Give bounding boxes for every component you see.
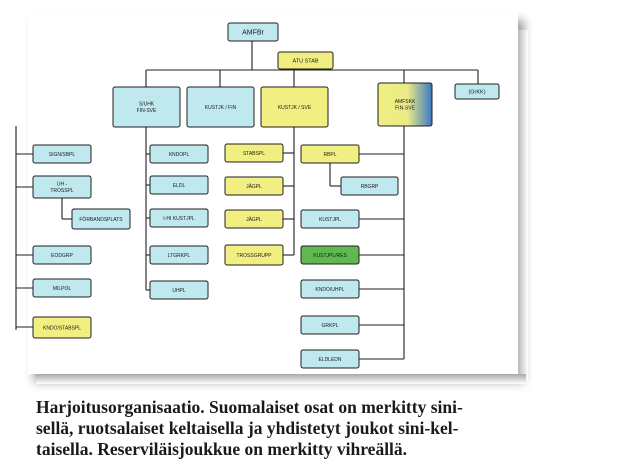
node-milpol: MILPOL	[32, 278, 92, 298]
node-ltgrkpl: LTGRKPL	[149, 245, 209, 265]
node-grkpl: GRKPL	[300, 315, 360, 335]
node-grkk: (GrKK)	[454, 83, 500, 100]
node-label-trossgrupp: TROSSGRUPP	[236, 253, 272, 259]
node-kndopl: KNDOPL	[149, 144, 209, 164]
node-box-eldledn	[300, 349, 360, 369]
figure-shadow-bottom	[36, 374, 526, 384]
node-box-atu-stab	[277, 51, 334, 70]
node-label-milpol: MILPOL	[53, 286, 72, 292]
figure-shadow-right	[518, 30, 528, 382]
caption-line-3: taisella. Reserviläisjoukkue on merkitty…	[36, 439, 408, 459]
node-box-eldl	[149, 175, 209, 195]
node-box-rbpl	[300, 144, 360, 164]
node-box-kndopl	[149, 144, 209, 164]
node-box-milpol	[32, 278, 92, 298]
node-box-kustjpl	[300, 209, 360, 229]
node-box-grkk	[454, 83, 500, 100]
node-box-trossgrupp	[224, 244, 284, 266]
node-label-kustjpl: KUSTJPL	[319, 217, 341, 223]
node-label-rbpl: RBPL	[323, 152, 336, 158]
node-label-kustjk-sve: KUSTJK / SVE	[278, 105, 312, 111]
caption-line-2: sellä, ruotsalaiset keltaisella ja yhdis…	[36, 418, 459, 438]
node-box-amfbr	[227, 22, 279, 42]
node-atu-stab: ATU STAB	[277, 51, 334, 70]
node-box-jagpl-1	[224, 176, 284, 196]
node-label-kustjpl-res: KUSTJPL/RES	[313, 253, 347, 259]
node-label-kustjk-fin: KUSTJK / FIN	[205, 105, 237, 111]
node-label-suhk-1: S/UHK	[139, 102, 155, 108]
node-label-stabspl: STABSPL	[243, 151, 265, 157]
node-label-forbandsplats: FÖRBANDSPLATS	[79, 216, 123, 223]
node-forbandsplats: FÖRBANDSPLATS	[71, 208, 131, 230]
node-box-stabspl	[224, 143, 284, 163]
node-rbgrp: RBGRP	[340, 176, 399, 196]
node-label-amfskk-1: AMFSKK	[395, 99, 416, 105]
node-stabspl: STABSPL	[224, 143, 284, 163]
node-label-amfskk-2: FIN-SVE	[395, 105, 415, 111]
node-i-hi-kustjpl: I-HI KUSTJPL	[149, 208, 209, 228]
node-trossgrupp: TROSSGRUPP	[224, 244, 284, 266]
node-box-amfskk	[377, 82, 433, 127]
node-kndo-stabspl: KNDO/STABSPL	[32, 316, 92, 339]
node-label-grkk: (GrKK)	[468, 89, 485, 95]
figure-caption: Harjoitusorganisaatio. Suomalaiset osat …	[36, 397, 606, 460]
node-box-kndo-stabspl	[32, 316, 92, 339]
node-kustjk-sve: KUSTJK / SVE	[260, 86, 329, 128]
node-box-uh-trosspl	[32, 175, 92, 199]
node-box-forbandsplats	[71, 208, 131, 230]
node-label-jagpl-1: JÄGPL	[246, 183, 262, 190]
node-eldl: ELDL	[149, 175, 209, 195]
node-kustjpl-res: KUSTJPL/RES	[300, 245, 360, 265]
node-label-suhk-2: FIN-SVE	[137, 108, 157, 114]
node-label-atu-stab: ATU STAB	[292, 58, 318, 64]
node-box-suhk	[112, 86, 181, 128]
node-kustjpl: KUSTJPL	[300, 209, 360, 229]
node-label-uh-trosspl-2: TROSSPL	[50, 188, 74, 194]
node-kndo-uhpl: KNDO/UHPL	[300, 279, 360, 299]
node-box-sign-sbpl	[32, 144, 92, 164]
node-label-kndo-uhpl: KNDO/UHPL	[315, 287, 344, 293]
node-jagpl-1: JÄGPL	[224, 176, 284, 196]
node-label-jagpl-2: JÄGPL	[246, 216, 262, 223]
node-box-kustjk-fin	[186, 86, 255, 128]
node-eldledn: ELDLEDN	[300, 349, 360, 369]
node-label-sign-sbpl: SIGN/SBPL	[49, 152, 76, 158]
node-label-i-hi-kustjpl: I-HI KUSTJPL	[163, 216, 195, 222]
node-label-rbgrp: RBGRP	[361, 184, 379, 190]
node-uh-trosspl: UH -TROSSPL	[32, 175, 92, 199]
node-box-i-hi-kustjpl	[149, 208, 209, 228]
node-box-kustjk-sve	[260, 86, 329, 128]
node-label-eldl: ELDL	[173, 183, 186, 189]
node-label-uhpl: UHPL	[172, 288, 186, 294]
node-box-kndo-uhpl	[300, 279, 360, 299]
node-box-rbgrp	[340, 176, 399, 196]
node-uhpl: UHPL	[149, 280, 209, 300]
node-box-jagpl-2	[224, 209, 284, 229]
node-label-uh-trosspl-1: UH -	[57, 182, 68, 188]
node-eodgrp: EODGRP	[32, 245, 92, 265]
node-box-grkpl	[300, 315, 360, 335]
node-box-uhpl	[149, 280, 209, 300]
node-label-grkpl: GRKPL	[322, 323, 339, 329]
node-label-ltgrkpl: LTGRKPL	[168, 253, 191, 259]
node-amfbr: AMFBr	[227, 22, 279, 42]
node-kustjk-fin: KUSTJK / FIN	[186, 86, 255, 128]
caption-line-1: Harjoitusorganisaatio. Suomalaiset osat …	[36, 397, 463, 417]
node-sign-sbpl: SIGN/SBPL	[32, 144, 92, 164]
node-box-ltgrkpl	[149, 245, 209, 265]
node-label-eodgrp: EODGRP	[51, 253, 73, 259]
node-box-kustjpl-res	[300, 245, 360, 265]
node-label-kndo-stabspl: KNDO/STABSPL	[43, 325, 81, 331]
node-jagpl-2: JÄGPL	[224, 209, 284, 229]
node-label-kndopl: KNDOPL	[169, 152, 190, 158]
node-label-amfbr: AMFBr	[242, 29, 264, 36]
node-label-eldledn: ELDLEDN	[318, 357, 341, 363]
node-box-eodgrp	[32, 245, 92, 265]
node-rbpl: RBPL	[300, 144, 360, 164]
